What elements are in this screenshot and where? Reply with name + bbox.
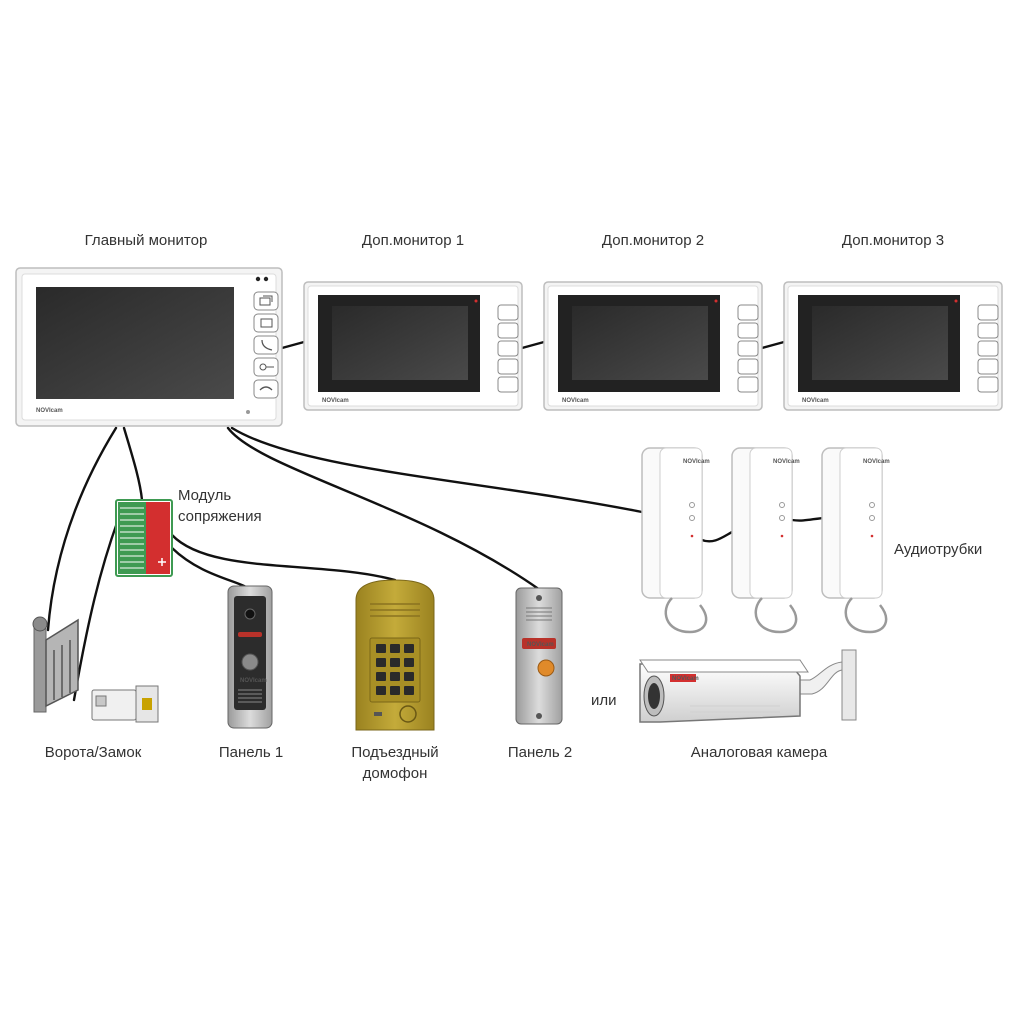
entrance-intercom: Подъездный домофон <box>351 579 439 782</box>
entrance-label-line1: Подъездный <box>351 744 438 761</box>
panel-1-camera <box>244 608 256 620</box>
add-monitor-1-button-2[interactable] <box>497 322 519 339</box>
wire-to-gate <box>46 426 118 632</box>
panel-2-brand: NOVIcam <box>527 642 554 648</box>
panel-2-label: Панель 2 <box>508 744 572 761</box>
interface-module: Модуль сопряжения <box>115 487 262 577</box>
lock-icon <box>91 685 159 723</box>
audio-handset-3: NOVIcam <box>821 447 890 634</box>
main-monitor-button-call[interactable] <box>253 335 279 355</box>
panel-1-brand: NOVIcam <box>240 678 267 684</box>
wire-module-to-intercom <box>170 533 397 582</box>
gate-lock-label: Ворота/Замок <box>45 744 142 761</box>
or-label: или <box>591 692 617 709</box>
add-monitor-3-button-3[interactable] <box>977 340 999 357</box>
additional-monitor-3: Доп.монитор 3 NOVIcam <box>783 232 1003 411</box>
add-monitor-3-button-4[interactable] <box>977 358 999 375</box>
call-panel-1: NOVIcam Панель 1 <box>219 585 283 761</box>
main-monitor-button-intercom[interactable] <box>253 291 279 311</box>
add-monitor-3-button-5[interactable] <box>977 376 999 393</box>
add-monitor-2-button-3[interactable] <box>737 340 759 357</box>
wire-handset-link-2 <box>790 516 828 522</box>
wire-module-to-panel-1 <box>170 546 250 590</box>
add-monitor-1-label: Доп.монитор 1 <box>362 232 464 249</box>
main-monitor-screen <box>36 287 234 399</box>
wire-monitor-link-2 <box>520 340 546 350</box>
key-reader-icon <box>399 705 417 723</box>
entrance-label-line2: домофон <box>363 765 428 782</box>
wire-monitor-link-1 <box>280 340 306 350</box>
add-monitor-2-label: Доп.монитор 2 <box>602 232 704 249</box>
add-monitor-2-button-1[interactable] <box>737 304 759 321</box>
add-monitor-1-button-3[interactable] <box>497 340 519 357</box>
additional-monitor-1: Доп.монитор 1 NOVIcam <box>303 232 523 411</box>
analog-camera: NOVIcam Аналоговая камера <box>639 649 857 761</box>
wire-to-handsets <box>230 426 644 514</box>
handset-1-brand: NOVIcam <box>683 459 710 465</box>
panel-1-call-button[interactable] <box>241 653 259 671</box>
add-monitor-1-brand: NOVIcam <box>322 398 349 404</box>
wire-module-to-lock <box>72 518 120 702</box>
wire-to-panel-2 <box>226 426 542 592</box>
add-monitor-3-button-2[interactable] <box>977 322 999 339</box>
main-monitor-button-hangup[interactable] <box>253 379 279 399</box>
add-monitor-2-button-5[interactable] <box>737 376 759 393</box>
add-monitor-1-button-4[interactable] <box>497 358 519 375</box>
plus-icon <box>158 558 166 566</box>
panel-1-label: Панель 1 <box>219 744 283 761</box>
add-monitor-1-button-1[interactable] <box>497 304 519 321</box>
handset-2-brand: NOVIcam <box>773 459 800 465</box>
main-monitor-brand: NOVIcam <box>36 408 63 414</box>
add-monitor-2-brand: NOVIcam <box>562 398 589 404</box>
panel-2-call-button[interactable] <box>537 659 555 677</box>
wire-monitor-link-3 <box>760 340 786 350</box>
wire-to-module <box>122 426 144 502</box>
wiring <box>46 340 828 702</box>
camera-label: Аналоговая камера <box>691 744 828 761</box>
additional-monitor-2: Доп.монитор 2 NOVIcam <box>543 232 763 411</box>
handsets-label: Аудиотрубки <box>894 541 982 558</box>
camera-brand: NOVIcam <box>672 676 699 682</box>
audio-handset-2: NOVIcam <box>731 447 800 634</box>
handset-3-brand: NOVIcam <box>863 459 890 465</box>
call-panel-2: NOVIcam Панель 2 <box>508 587 572 761</box>
add-monitor-2-button-2[interactable] <box>737 322 759 339</box>
add-monitor-3-button-1[interactable] <box>977 304 999 321</box>
main-monitor-button-monitor[interactable] <box>253 313 279 333</box>
gate-post <box>33 627 47 713</box>
audio-handset-1: NOVIcam <box>641 447 710 634</box>
module-label-line1: Модуль <box>178 487 231 504</box>
add-monitor-3-label: Доп.монитор 3 <box>842 232 944 249</box>
add-monitor-2-button-4[interactable] <box>737 358 759 375</box>
add-monitor-3-brand: NOVIcam <box>802 398 829 404</box>
main-monitor-label: Главный монитор <box>85 232 208 249</box>
gate-lock: Ворота/Замок <box>32 616 159 761</box>
add-monitor-1-button-5[interactable] <box>497 376 519 393</box>
main-monitor: Главный монитор NOVIcam <box>15 232 283 427</box>
module-label-line2: сопряжения <box>178 508 262 525</box>
wire-handset-link-1 <box>700 528 738 543</box>
